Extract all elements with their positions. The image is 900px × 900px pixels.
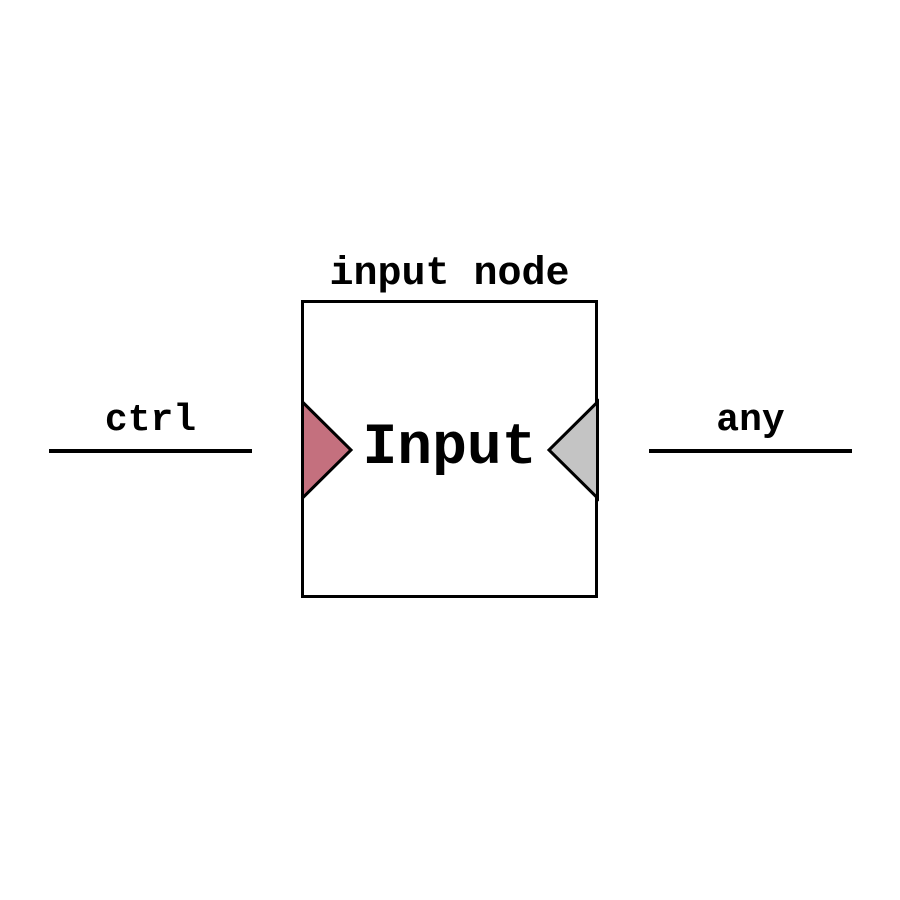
output-socket — [546, 398, 599, 502]
any-wire-line — [649, 449, 852, 453]
ctrl-wire-line — [49, 449, 252, 453]
node-body-label: Input — [362, 416, 537, 481]
output-socket-triangle-icon — [546, 398, 599, 502]
input-socket-triangle-icon — [301, 398, 354, 502]
ctrl-wire-label: ctrl — [104, 399, 197, 442]
input-socket — [301, 398, 354, 502]
node-title: input node — [329, 252, 570, 297]
any-wire-label: any — [716, 399, 785, 442]
